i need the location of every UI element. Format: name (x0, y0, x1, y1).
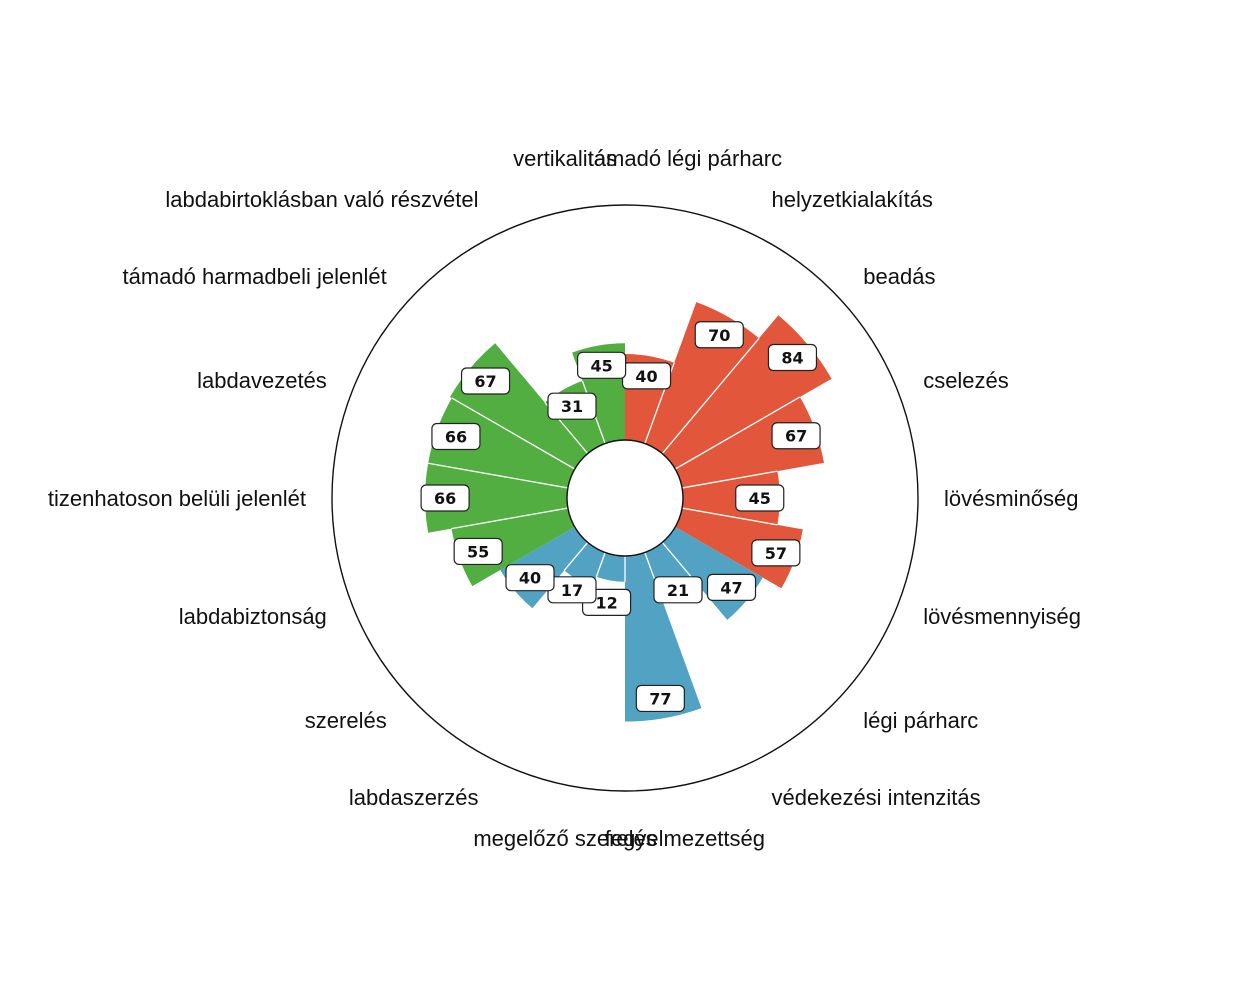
category-label-15: labdavezetés (197, 368, 327, 393)
value-label-box (694, 321, 744, 349)
value-labels-group: 40 70 84 67 45 57 47 21 77 12 17 40 55 66 66 67 31 45 (420, 321, 821, 713)
value-label-12: 40 (505, 564, 555, 592)
category-label-18: vertikalitás (513, 146, 617, 171)
inner-circle (566, 439, 684, 557)
value-label-text: 40 (635, 367, 657, 386)
value-label-box (460, 367, 511, 395)
category-label-11: labdaszerzés (349, 785, 479, 810)
value-label-text: 66 (445, 427, 467, 446)
category-label-12: szerelés (305, 708, 387, 733)
category-label-4: cselezés (923, 368, 1009, 393)
bar-14 (425, 463, 568, 533)
value-label-11: 17 (547, 576, 597, 604)
bar-separator (661, 337, 760, 454)
value-label-8: 21 (653, 576, 703, 604)
value-label-text: 21 (667, 581, 689, 600)
category-label-7: légi párharc (863, 708, 978, 733)
value-label-17: 31 (547, 392, 597, 420)
bar-4 (675, 396, 824, 488)
category-label-3: beadás (863, 264, 935, 289)
value-label-text: 47 (720, 578, 742, 597)
value-label-box (431, 422, 481, 451)
bar-11 (564, 542, 606, 587)
bar-separator (451, 507, 568, 530)
category-label-14: tizenhatoson belüli jelenlét (48, 486, 306, 511)
value-label-box (751, 539, 801, 567)
value-label-13: 55 (453, 537, 503, 566)
value-label-3: 84 (767, 343, 818, 372)
value-label-box (653, 576, 703, 604)
value-label-16: 67 (460, 367, 511, 395)
bar-separator (661, 542, 692, 578)
bar-separator (682, 470, 778, 489)
value-label-7: 47 (706, 573, 757, 601)
value-label-text: 70 (708, 326, 730, 345)
value-label-text: 12 (595, 593, 617, 612)
value-label-box (635, 684, 685, 713)
value-label-text: 67 (785, 427, 807, 446)
value-label-box (771, 422, 821, 450)
category-label-5: lövésminőség (944, 486, 1079, 511)
category-label-10: megelőző szerelés (473, 826, 656, 851)
value-label-box (420, 484, 470, 512)
bar-9 (625, 552, 702, 722)
bar-separator (451, 397, 576, 470)
value-label-text: 55 (467, 542, 489, 561)
category-label-17: labdabirtoklásban való részvétel (165, 187, 478, 212)
category-label-13: labdabiztonság (179, 604, 327, 629)
value-label-text: 66 (434, 489, 456, 508)
value-label-text: 57 (765, 544, 787, 563)
value-label-box (577, 351, 627, 379)
value-label-14: 66 (420, 484, 470, 512)
bar-separator (682, 507, 778, 526)
bar-13 (451, 508, 575, 587)
value-label-4: 67 (771, 422, 821, 450)
value-label-text: 67 (474, 372, 496, 391)
bar-separator (563, 542, 589, 571)
category-label-2: helyzetkialakítás (772, 187, 933, 212)
value-label-text: 45 (590, 356, 612, 375)
value-label-box (767, 343, 818, 372)
bar-10 (596, 552, 625, 582)
bar-separator (428, 462, 568, 489)
bar-separator (595, 552, 606, 577)
category-label-6: lövésmennyiség (923, 604, 1081, 629)
value-label-text: 84 (781, 348, 803, 367)
value-label-9: 77 (635, 684, 685, 713)
value-label-text: 45 (749, 489, 771, 508)
value-label-text: 77 (649, 689, 671, 708)
value-label-6: 57 (751, 539, 801, 567)
category-label-9: fegyelmezettség (605, 826, 765, 851)
value-label-18: 45 (577, 351, 627, 379)
value-label-text: 31 (561, 397, 583, 416)
value-label-5: 45 (735, 484, 785, 512)
value-label-text: 17 (561, 581, 583, 600)
category-labels-group: támadó légi párharc helyzetkialakítás bead… (48, 146, 1081, 851)
category-label-1: támadó légi párharc (588, 146, 782, 171)
bar-separator (674, 396, 801, 470)
value-label-box (735, 484, 785, 512)
value-label-box (547, 392, 597, 420)
value-label-2: 70 (694, 321, 744, 349)
value-label-15: 66 (431, 422, 481, 451)
bar-6 (675, 508, 803, 589)
value-label-box (453, 537, 503, 566)
outer-circle (331, 204, 919, 792)
category-label-8: védekezési intenzitás (772, 785, 981, 810)
value-label-text: 40 (519, 569, 541, 588)
bar-15 (428, 398, 575, 488)
value-label-box (505, 564, 555, 592)
category-label-16: támadó harmadbeli jelenlét (123, 264, 387, 289)
value-label-box (706, 573, 757, 601)
value-label-1: 40 (621, 362, 672, 390)
